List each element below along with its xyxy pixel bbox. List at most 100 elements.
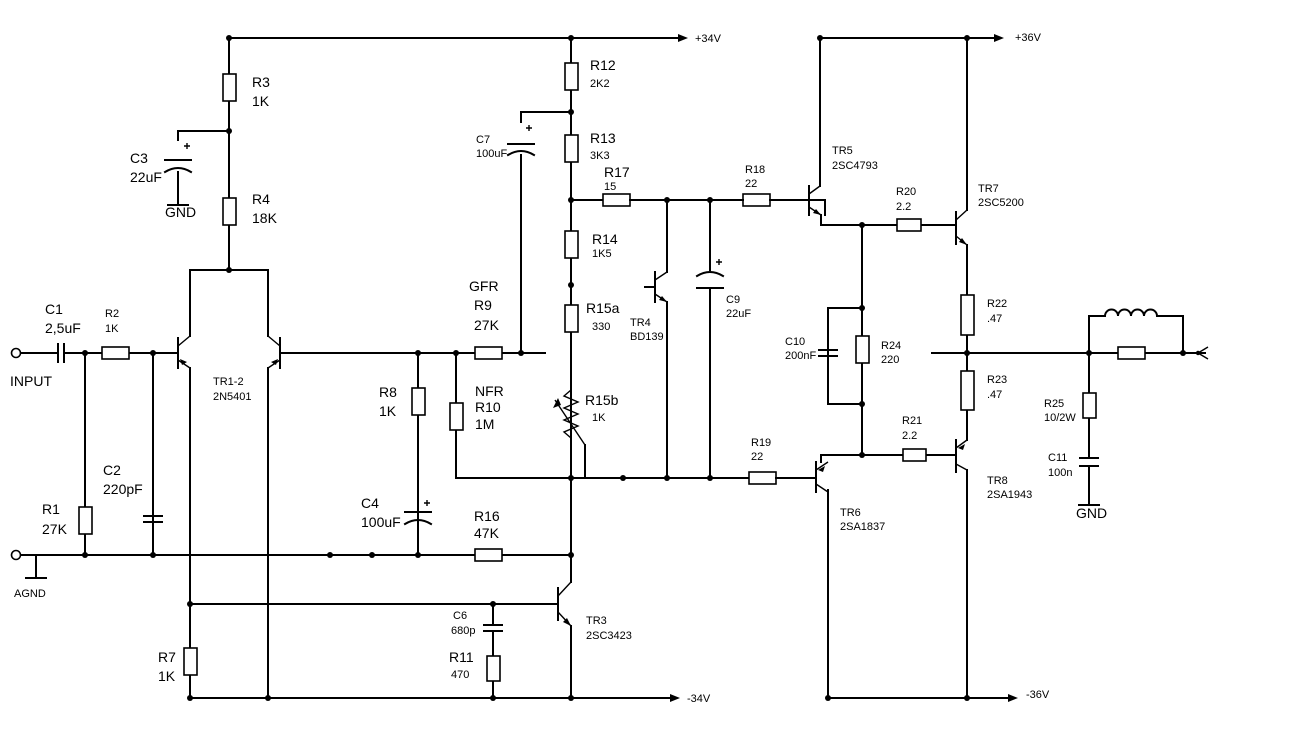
c3-ref: C3 [130,150,148,166]
r9-prefix: GFR [469,278,499,294]
r7-value: 1K [158,668,176,684]
input-terminal-icon[interactable] [10,347,22,359]
resistor-r24 [855,335,870,364]
r19-value: 22 [751,451,763,463]
output-terminal-icon[interactable] [1195,346,1209,360]
input-label: INPUT [10,373,52,389]
c1-ref: C1 [45,301,63,317]
r8-ref: R8 [379,384,397,400]
r15b-value: 1K [592,412,606,424]
transistor-tr4 [654,271,668,303]
r10-ref: R10 [475,399,501,415]
tr4-ref: TR4 [630,317,651,329]
c6-ref: C6 [453,610,467,622]
r13-value: 3K3 [590,150,610,162]
transistor-tr6 [815,461,829,493]
tr6-ref: TR6 [840,507,861,519]
c2-ref: C2 [103,462,121,478]
c7-ref: C7 [476,134,490,146]
r2-ref: R2 [105,308,119,320]
r1-ref: R1 [42,501,60,517]
tr12-ref: TR1-2 [213,376,244,388]
tr8-ref: TR8 [987,475,1008,487]
r4-value: 18K [252,210,278,226]
resistor-r18 [742,193,771,207]
rail-label-pos36: +36V [1015,32,1042,44]
resistor-r14 [564,230,579,259]
r12-ref: R12 [590,57,616,73]
r15b-ref: R15b [585,392,619,408]
transistor-tr1 [177,335,191,369]
tr5-ref: TR5 [832,145,853,157]
resistor-r22 [960,294,975,336]
c11-value: 100n [1048,467,1072,479]
r24-ref: R24 [881,340,901,352]
c10-value: 200nF [785,350,816,362]
capacitors [57,125,1099,649]
r9-value: 27K [474,317,500,333]
resistor-r16 [474,548,503,562]
r18-ref: R18 [745,164,765,176]
output-inductor [1103,308,1159,318]
transistor-tr2 [267,335,281,369]
resistor-r9 [474,346,503,360]
r17-value: 15 [604,181,616,193]
rail-label-neg34: -34V [687,693,711,705]
junction-dots [82,35,1186,701]
r11-value: 470 [451,669,469,681]
r10-prefix: NFR [475,383,504,399]
rail-label-neg36: -36V [1026,689,1050,701]
c3-gnd-label: GND [165,204,196,220]
resistor-r1 [78,506,93,535]
c10-ref: C10 [785,336,805,348]
r19-ref: R19 [751,437,771,449]
resistor-r15a [564,304,579,333]
tr3-value: 2SC3423 [586,630,632,642]
agnd-label: AGND [14,588,46,600]
c4-ref: C4 [361,495,379,511]
tr7-value: 2SC5200 [978,197,1024,209]
r22-ref: R22 [987,298,1007,310]
r14-ref: R14 [592,231,618,247]
tr4-value: BD139 [630,331,664,343]
tr6-value: 2SA1837 [840,521,885,533]
resistors [78,62,1146,682]
r15a-value: 330 [592,321,610,333]
resistor-r2 [101,346,130,360]
transistor-tr3 [557,581,572,627]
tr3-ref: TR3 [586,615,607,627]
potentiometer-r15b [553,389,586,479]
resistor-r25 [1082,392,1097,419]
c4-value: 100uF [361,514,401,530]
ground-terminal-icon[interactable] [10,549,22,561]
r16-ref: R16 [474,508,500,524]
r17-ref: R17 [604,164,630,180]
c2-value: 220pF [103,481,143,497]
r15a-ref: R15a [586,300,620,316]
resistor-r19 [748,471,777,485]
r13-ref: R13 [590,130,616,146]
r22-value: .47 [987,313,1002,325]
r18-value: 22 [745,178,757,190]
r7-ref: R7 [158,649,176,665]
resistor-r10 [449,402,464,431]
transistor-tr8 [955,439,968,473]
c6-value: 680p [451,625,475,637]
resistor-r23 [960,370,975,411]
resistor-r21 [902,448,927,462]
r25-ref: R25 [1044,398,1064,410]
c11-ref: C11 [1048,452,1067,464]
resistor-r7 [183,647,198,676]
resistor-r4 [222,197,237,226]
resistor-r20 [896,218,922,232]
r14-value: 1K5 [592,248,612,260]
r20-ref: R20 [896,186,916,198]
resistor-r3 [222,73,237,102]
r3-ref: R3 [252,74,270,90]
r21-value: 2.2 [902,430,917,442]
c3-value: 22uF [130,169,162,185]
resistor-r17 [602,193,631,207]
resistor-r8 [411,387,426,416]
resistor-output [1117,346,1146,360]
